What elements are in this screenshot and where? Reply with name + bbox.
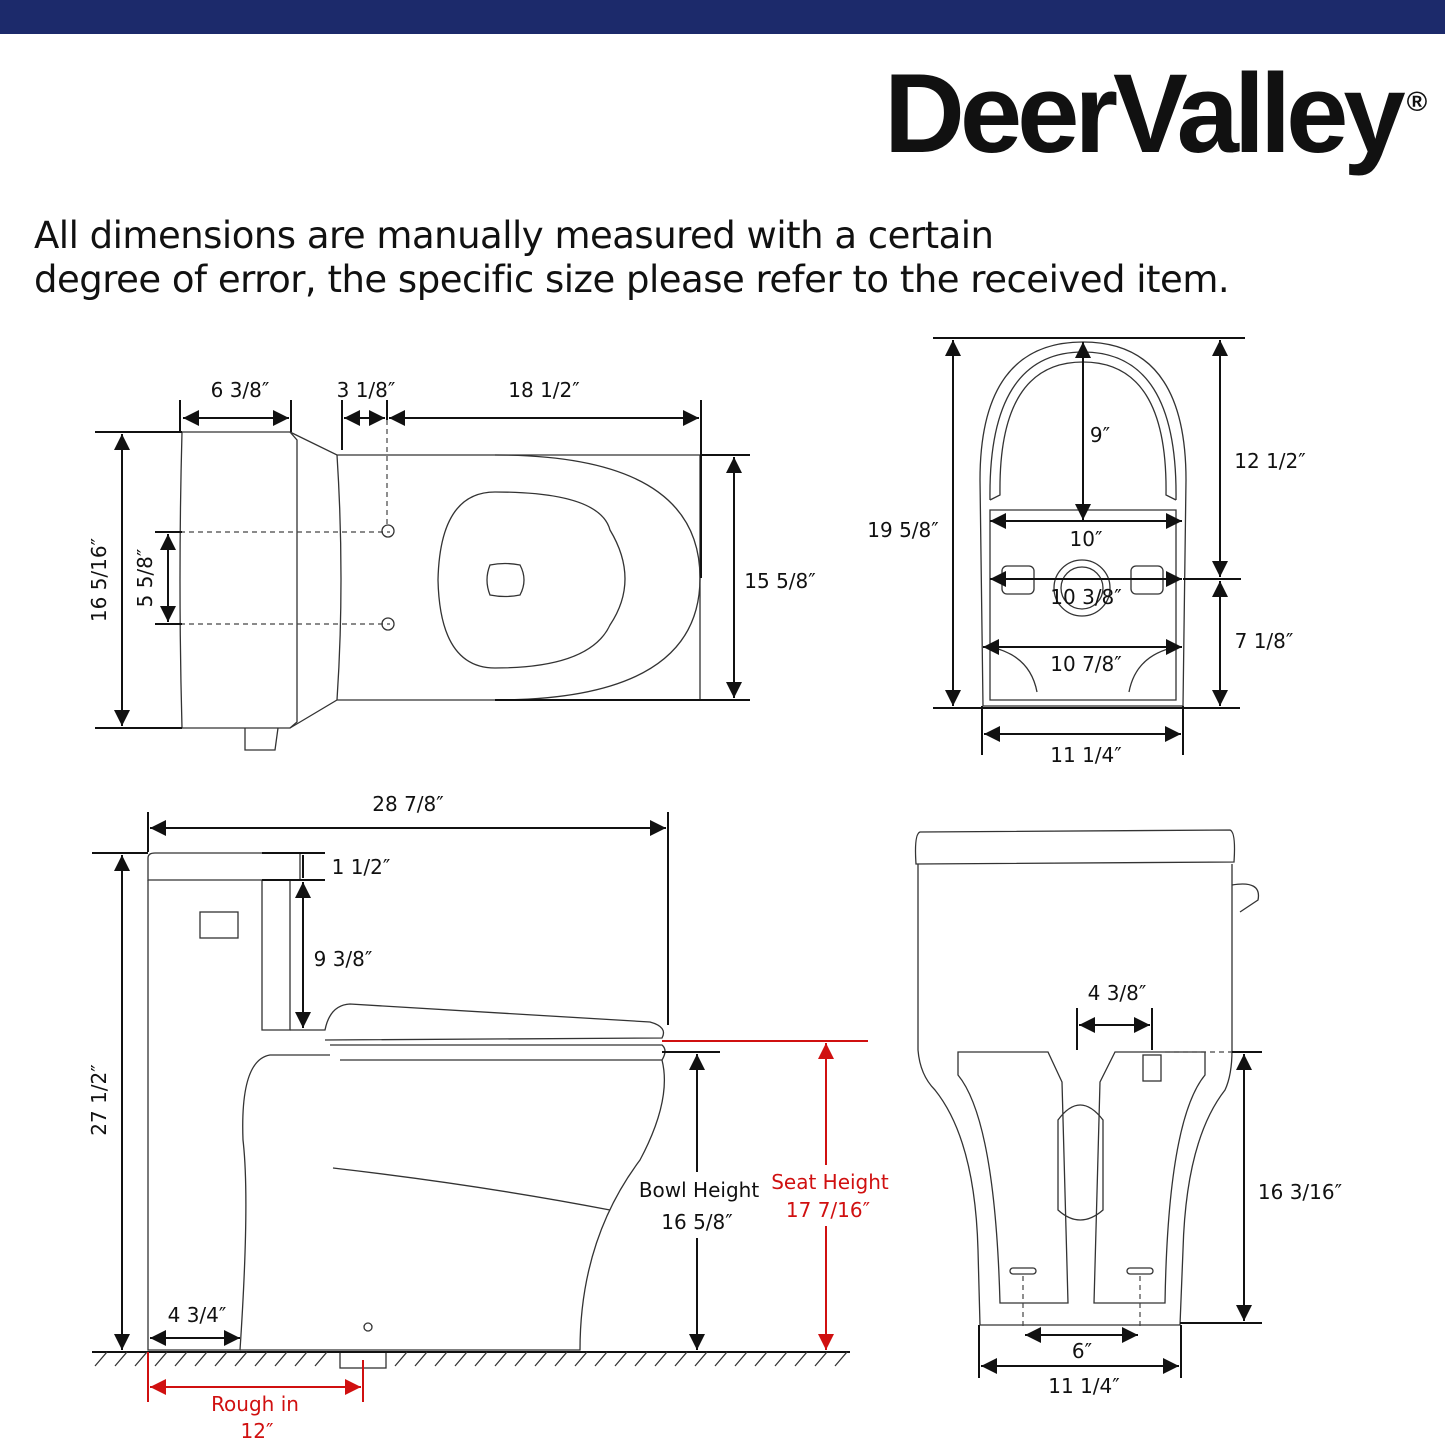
dim-seat-height: 17 7/16″ (786, 1198, 870, 1222)
dim-arch-depth: 9″ (1090, 423, 1110, 447)
dim-front-to-outlet: 12 1/2″ (1234, 449, 1305, 473)
dim-lid-height: 1 1/2″ (332, 855, 391, 879)
note-line-1: All dimensions are manually measured wit… (34, 214, 994, 257)
dim-bowl-length: 18 1/2″ (508, 378, 579, 402)
bottom-view: 9″ 12 1/2″ 19 5/8″ 10″ 10 3/8″ 7 1/8″ 10… (867, 337, 1306, 767)
side-view: 28 7/8″ 1 1/2″ 9 3/8″ 27 1/2″ 4 3/4″ Bow… (87, 792, 889, 1443)
dim-width-upper: 10″ (1070, 527, 1103, 551)
disclaimer-note: All dimensions are manually measured wit… (34, 214, 1230, 302)
dim-overall-height: 27 1/2″ (87, 1064, 111, 1135)
rear-view: 4 3/8″ 16 3/16″ 6″ 11 1/4″ (914, 829, 1342, 1398)
dim-outlet-to-rear: 7 1/8″ (1235, 629, 1294, 653)
note-line-2: degree of error, the specific size pleas… (34, 258, 1230, 301)
bowl-height-label: Bowl Height (639, 1178, 760, 1202)
dim-neck: 3 1/8″ (337, 378, 396, 402)
top-view: 6 3/8″ 3 1/8″ 18 1/2″ 16 5/16″ 5 5/8″ 15… (87, 378, 816, 751)
dim-rear-offset: 4 3/4″ (168, 1303, 227, 1327)
dim-bolt-spacing: 5 5/8″ (133, 549, 157, 608)
brand-logo: DeerValley® (884, 51, 1428, 176)
seat-height-label: Seat Height (771, 1170, 889, 1194)
dim-base-height: 16 3/16″ (1258, 1180, 1342, 1204)
dim-rear-base-width: 11 1/4″ (1048, 1374, 1119, 1398)
dim-width-mid: 10 3/8″ (1050, 585, 1121, 609)
dim-bowl-height: 16 5/8″ (661, 1210, 732, 1234)
top-banner (0, 0, 1445, 34)
dim-bowl-width: 15 5/8″ (744, 569, 815, 593)
dim-overall-length: 19 5/8″ (867, 518, 938, 542)
dim-side-length: 28 7/8″ (372, 792, 443, 816)
dim-overall-width: 16 5/16″ (87, 538, 111, 622)
dim-rough-in: 12″ (241, 1419, 274, 1443)
dim-tank-height: 9 3/8″ (314, 947, 373, 971)
dim-base-width: 11 1/4″ (1050, 743, 1121, 767)
dim-rear-bolt-spacing: 6″ (1072, 1339, 1092, 1363)
rough-in-label: Rough in (211, 1392, 299, 1416)
dim-outlet-offset: 4 3/8″ (1088, 981, 1147, 1005)
dim-width-lower: 10 7/8″ (1050, 652, 1121, 676)
dim-tank-depth: 6 3/8″ (211, 378, 270, 402)
